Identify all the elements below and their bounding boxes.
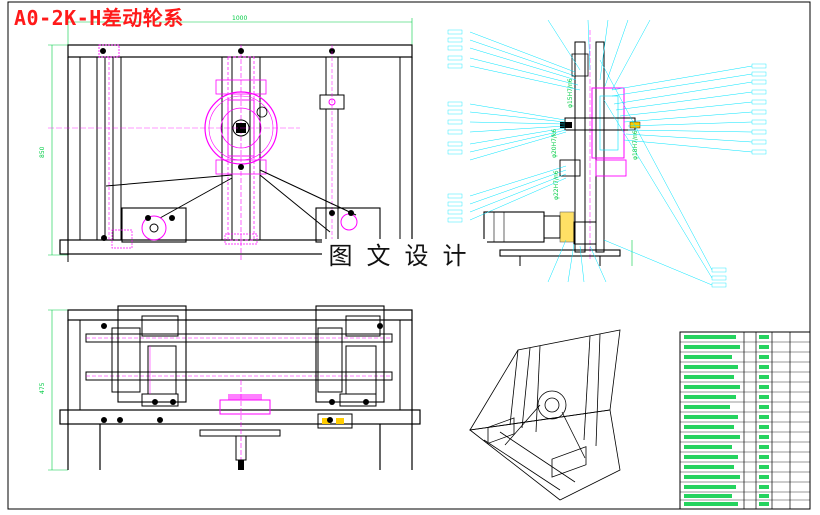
side-view: φ15H7/n6 φ20H7/k6 φ18H7/n6 φ22H7/n6: [447, 19, 767, 288]
isometric-view: [469, 329, 621, 501]
dim-top-width: 1000: [232, 15, 247, 22]
watermark-text: 图文设计: [322, 239, 487, 273]
drawing-title: A0-2K-H差动轮系: [14, 6, 184, 30]
plan-view: 475: [39, 305, 421, 471]
sheet-border: [7, 1, 811, 510]
dim-plan-height: 475: [39, 382, 46, 394]
front-view: 1000 850: [39, 15, 421, 262]
fit-callout-2: φ20H7/k6: [551, 129, 558, 158]
fit-callout-3: φ18H7/n6: [632, 130, 639, 160]
dim-front-height: 850: [39, 146, 46, 158]
parts-list-table: [679, 331, 811, 510]
fit-callout-4: φ22H7/n6: [553, 170, 560, 200]
fit-callout-1: φ15H7/n6: [567, 78, 574, 108]
